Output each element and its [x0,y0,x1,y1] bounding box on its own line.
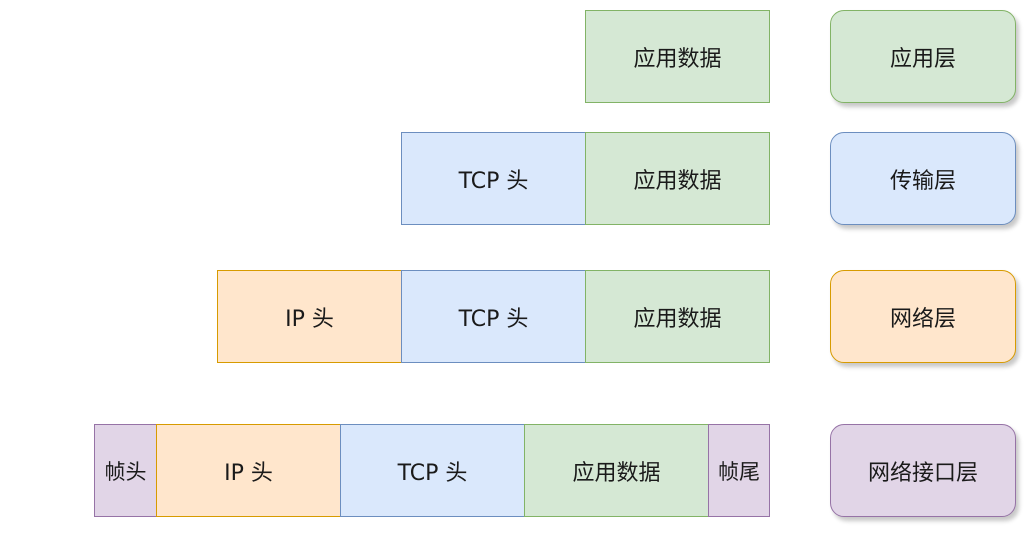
layer-label-application: 应用层 [830,10,1016,103]
app-data-segment: 应用数据 [585,10,770,103]
layer-label-network-interface: 网络接口层 [830,424,1016,517]
tcp-header-segment: TCP 头 [401,270,586,363]
frame-trailer-segment: 帧尾 [708,424,770,517]
ip-header-segment: IP 头 [156,424,341,517]
app-data-segment: 应用数据 [524,424,709,517]
tcp-header-segment: TCP 头 [401,132,586,225]
frame-header-segment: 帧头 [94,424,157,517]
app-data-segment: 应用数据 [585,132,770,225]
app-data-segment: 应用数据 [585,270,770,363]
ip-header-segment: IP 头 [217,270,402,363]
layer-label-transport: 传输层 [830,132,1016,225]
layer-label-network: 网络层 [830,270,1016,363]
tcp-header-segment: TCP 头 [340,424,525,517]
